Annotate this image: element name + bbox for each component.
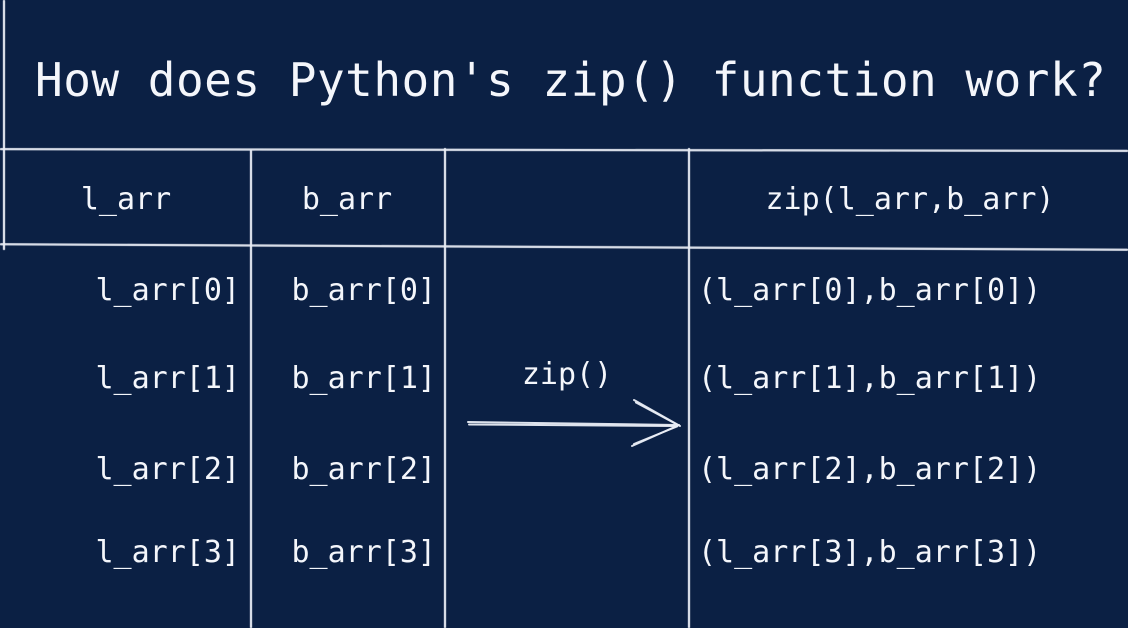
- table-row: (l_arr[3],b_arr[3]): [698, 535, 1042, 570]
- table-row: (l_arr[0],b_arr[0]): [698, 273, 1042, 308]
- table-row: b_arr[0]: [291, 273, 437, 308]
- column-header-zipped: zip(l_arr,b_arr): [765, 182, 1055, 217]
- table-row: l_arr[0]: [95, 273, 241, 308]
- table-row: l_arr[3]: [95, 535, 241, 570]
- column-header-b-arr: b_arr: [301, 182, 393, 217]
- column-header-l-arr: l_arr: [80, 182, 172, 217]
- table-row: b_arr[3]: [291, 535, 437, 570]
- column-divider-2: [444, 148, 446, 628]
- table-row: l_arr[2]: [95, 452, 241, 487]
- column-divider-3: [688, 148, 690, 628]
- arrow-label: zip(): [521, 357, 613, 392]
- table-row: (l_arr[2],b_arr[2]): [698, 452, 1042, 487]
- table-left-edge: [3, 0, 5, 250]
- table-row: b_arr[2]: [291, 452, 437, 487]
- table-top-border: [0, 148, 1128, 152]
- table-row: (l_arr[1],b_arr[1]): [698, 361, 1042, 396]
- table-header-divider: [0, 243, 1128, 251]
- column-divider-1: [250, 150, 252, 628]
- arrow-right-icon: [467, 399, 681, 447]
- table-row: l_arr[1]: [95, 361, 241, 396]
- page-title: How does Python's zip() function work?: [35, 53, 1107, 107]
- table-row: b_arr[1]: [291, 361, 437, 396]
